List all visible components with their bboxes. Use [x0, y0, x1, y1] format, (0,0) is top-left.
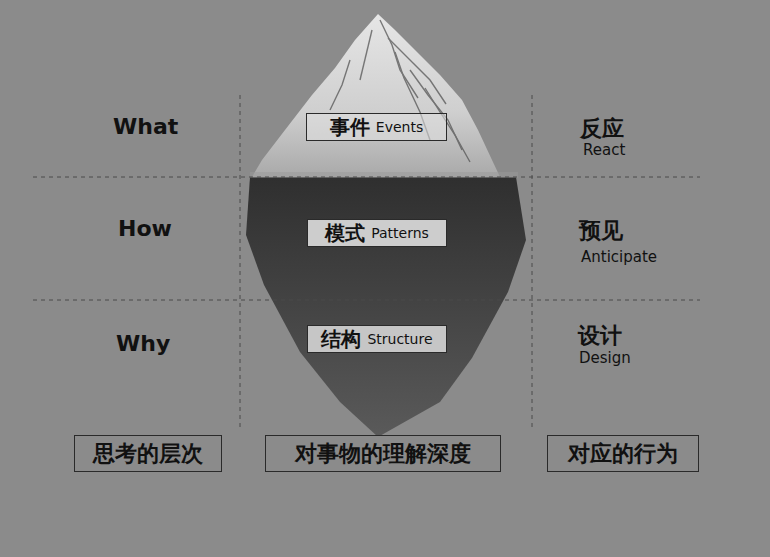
english-label: Design — [579, 349, 631, 367]
axis-title-box: 对应的行为 — [547, 435, 699, 472]
level-label: What — [113, 114, 178, 139]
node-heading: 事件 — [330, 114, 370, 141]
level-label: Why — [116, 331, 170, 356]
node-subtitle: Events — [376, 119, 423, 135]
iceberg-peak — [252, 14, 500, 177]
dashed-guides — [33, 95, 700, 428]
level-label: How — [118, 216, 172, 241]
node-subtitle: Patterns — [371, 225, 429, 241]
axis-title-box: 思考的层次 — [74, 435, 222, 472]
english-label: Anticipate — [581, 248, 657, 266]
node-heading: 模式 — [325, 220, 365, 247]
level-label: 预见 — [579, 216, 623, 246]
iceberg-underwater — [246, 177, 526, 437]
node-heading: 对事物的理解深度 — [295, 439, 471, 469]
level-label: 设计 — [578, 321, 622, 351]
layer-box: 事件 Events — [306, 113, 447, 141]
layer-box: 结构 Structure — [307, 325, 447, 353]
level-label: 反应 — [580, 114, 624, 144]
node-heading: 结构 — [321, 326, 361, 353]
node-heading: 思考的层次 — [93, 439, 203, 469]
node-subtitle: Structure — [367, 331, 432, 347]
axis-title-box: 对事物的理解深度 — [265, 435, 501, 472]
node-heading: 对应的行为 — [568, 439, 678, 469]
english-label: React — [583, 141, 625, 159]
layer-box: 模式 Patterns — [307, 219, 447, 247]
